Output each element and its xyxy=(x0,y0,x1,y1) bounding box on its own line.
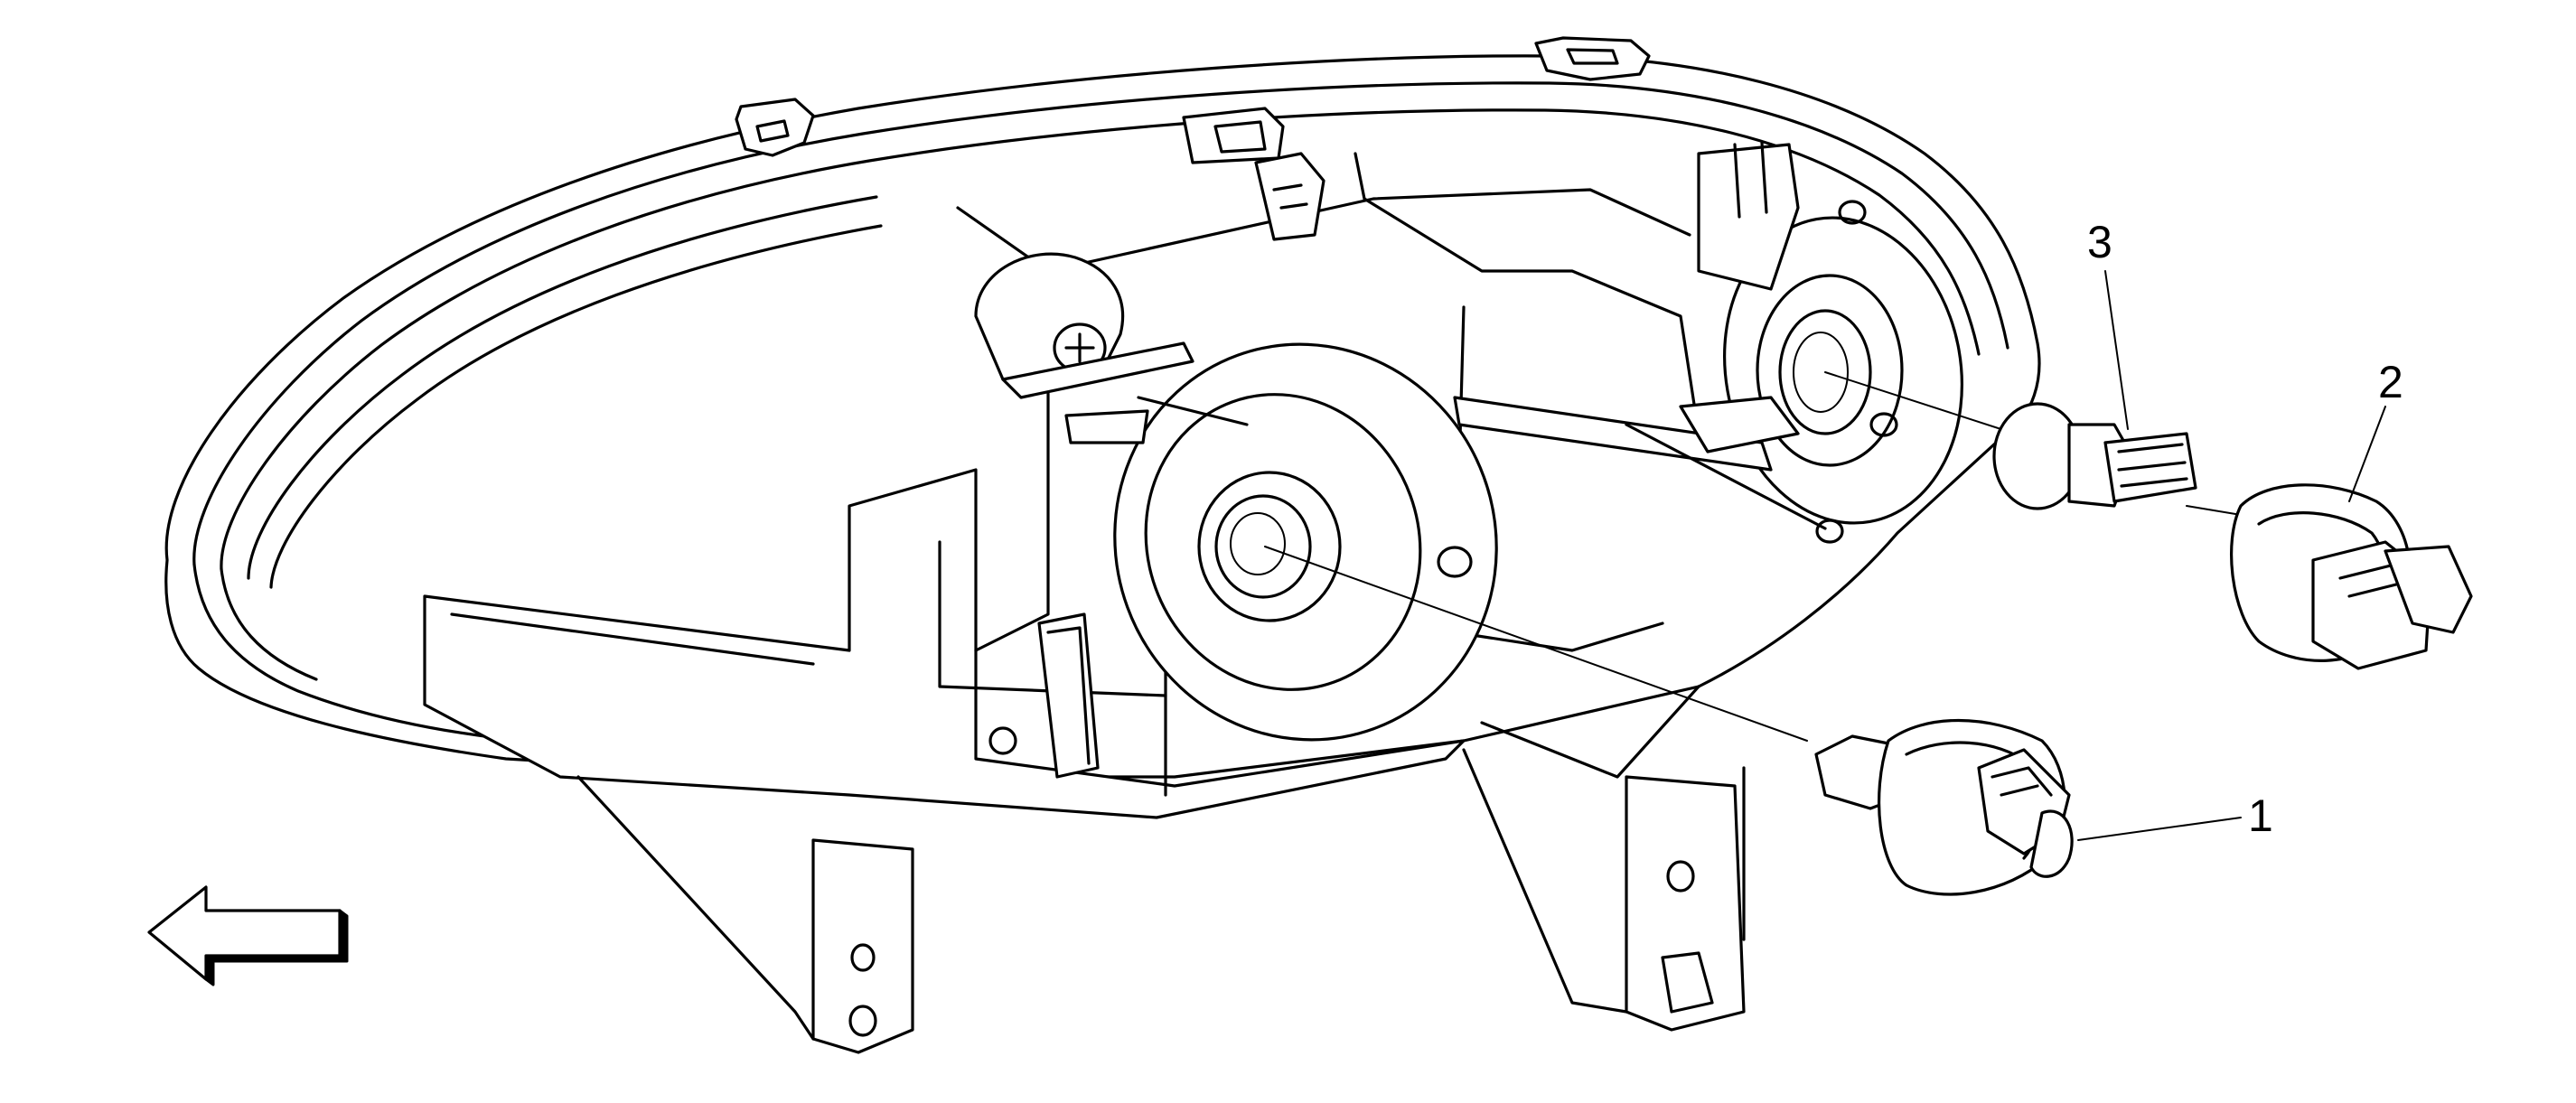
turn-signal-bulb xyxy=(1992,402,2197,510)
callout-3-label: 3 xyxy=(2087,217,2112,267)
left-arrow-icon xyxy=(147,885,349,986)
low-beam-socket-boss xyxy=(1113,342,1498,742)
low-beam-bulb-socket xyxy=(1814,718,2074,896)
upper-mounting-tabs xyxy=(735,36,1651,164)
high-beam-socket-boss xyxy=(1723,216,1963,525)
housing-rear-panels xyxy=(423,152,1700,819)
callouts: 3 2 1 xyxy=(2077,217,2403,841)
beam-adjuster-assemblies xyxy=(974,141,1898,779)
callout-2-label: 2 xyxy=(2378,357,2403,407)
callout-1-label: 1 xyxy=(2248,790,2273,841)
turn-signal-socket xyxy=(2230,483,2473,670)
lower-mounting-brackets xyxy=(576,748,1746,1054)
